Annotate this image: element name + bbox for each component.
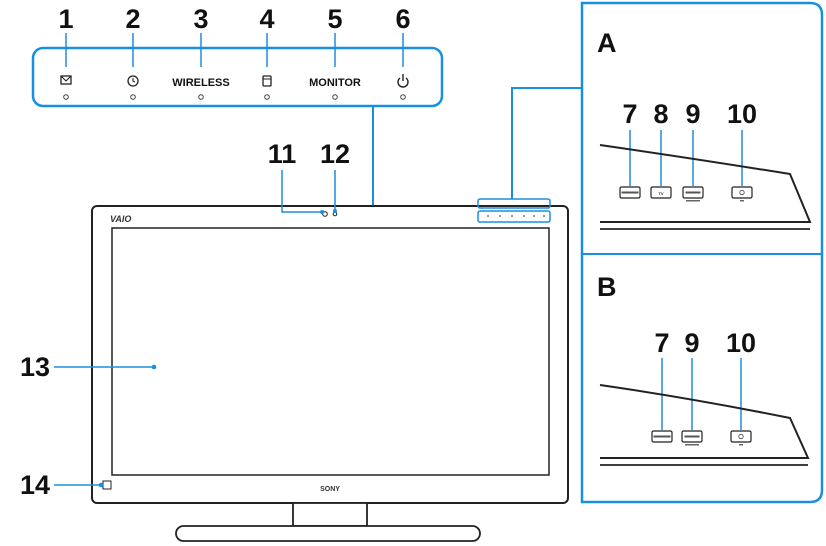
panel-a: A 7 8 9 10 TV bbox=[597, 28, 812, 230]
panel-b: B 7 9 10 bbox=[597, 272, 810, 466]
callout-number-14: 14 bbox=[20, 470, 50, 500]
callout-11: 11 bbox=[268, 139, 324, 214]
panel-b-number-7: 7 bbox=[654, 328, 669, 358]
panel-b-number-9: 9 bbox=[684, 328, 699, 358]
screen bbox=[111, 227, 550, 476]
indicator-number-6: 6 bbox=[395, 4, 410, 34]
callout-number-13: 13 bbox=[20, 352, 50, 382]
svg-text:TV: TV bbox=[658, 191, 663, 196]
panel-a-number-9: 9 bbox=[685, 99, 700, 129]
indicator-led-1 bbox=[63, 94, 69, 100]
indicator-led-5 bbox=[332, 94, 338, 100]
panel-b-number-10: 10 bbox=[726, 328, 756, 358]
panel-a-button-10[interactable] bbox=[731, 186, 753, 199]
panel-b-button-10[interactable] bbox=[730, 430, 752, 443]
callout-14: 14 bbox=[20, 470, 104, 500]
wireless-label: WIRELESS bbox=[172, 77, 229, 89]
panel-a-number-10: 10 bbox=[727, 99, 757, 129]
indicator-panel: 1 2 3 4 5 6 WIRELESS MONITOR bbox=[31, 4, 478, 219]
panel-a-number-7: 7 bbox=[622, 99, 637, 129]
monitor: VAIO SONY bbox=[91, 198, 569, 542]
stand-neck bbox=[292, 502, 368, 527]
stand-base bbox=[175, 525, 481, 542]
clock-icon bbox=[127, 75, 139, 87]
callout-number-11: 11 bbox=[268, 139, 297, 169]
sony-logo: SONY bbox=[320, 486, 340, 493]
indicator-number-1: 1 bbox=[58, 4, 73, 34]
callout-number-12: 12 bbox=[320, 139, 350, 169]
panel-b-title: B bbox=[597, 272, 617, 302]
button-strip-highlight bbox=[477, 198, 551, 209]
power-icon bbox=[397, 74, 409, 88]
indicator-strip-highlight bbox=[477, 210, 551, 223]
indicator-led-4 bbox=[264, 94, 270, 100]
disk-icon bbox=[262, 75, 272, 87]
monitor-label: MONITOR bbox=[309, 77, 361, 89]
vaio-logo: VAIO bbox=[110, 214, 131, 224]
panel-a-number-8: 8 bbox=[653, 99, 668, 129]
callout-13: 13 bbox=[20, 352, 157, 382]
indicator-number-4: 4 bbox=[259, 4, 274, 34]
mail-icon bbox=[60, 75, 72, 85]
indicator-number-2: 2 bbox=[125, 4, 140, 34]
indicator-led-6 bbox=[400, 94, 406, 100]
panel-a-button-8[interactable] bbox=[650, 186, 672, 199]
indicator-led-3 bbox=[198, 94, 204, 100]
detail-panel: A 7 8 9 10 TV B bbox=[580, 1, 824, 504]
callout-12: 12 bbox=[320, 139, 350, 213]
panel-a-title: A bbox=[597, 28, 617, 58]
camera bbox=[322, 211, 328, 217]
indicator-led-2 bbox=[130, 94, 136, 100]
indicator-number-5: 5 bbox=[327, 4, 342, 34]
indicator-number-3: 3 bbox=[193, 4, 208, 34]
